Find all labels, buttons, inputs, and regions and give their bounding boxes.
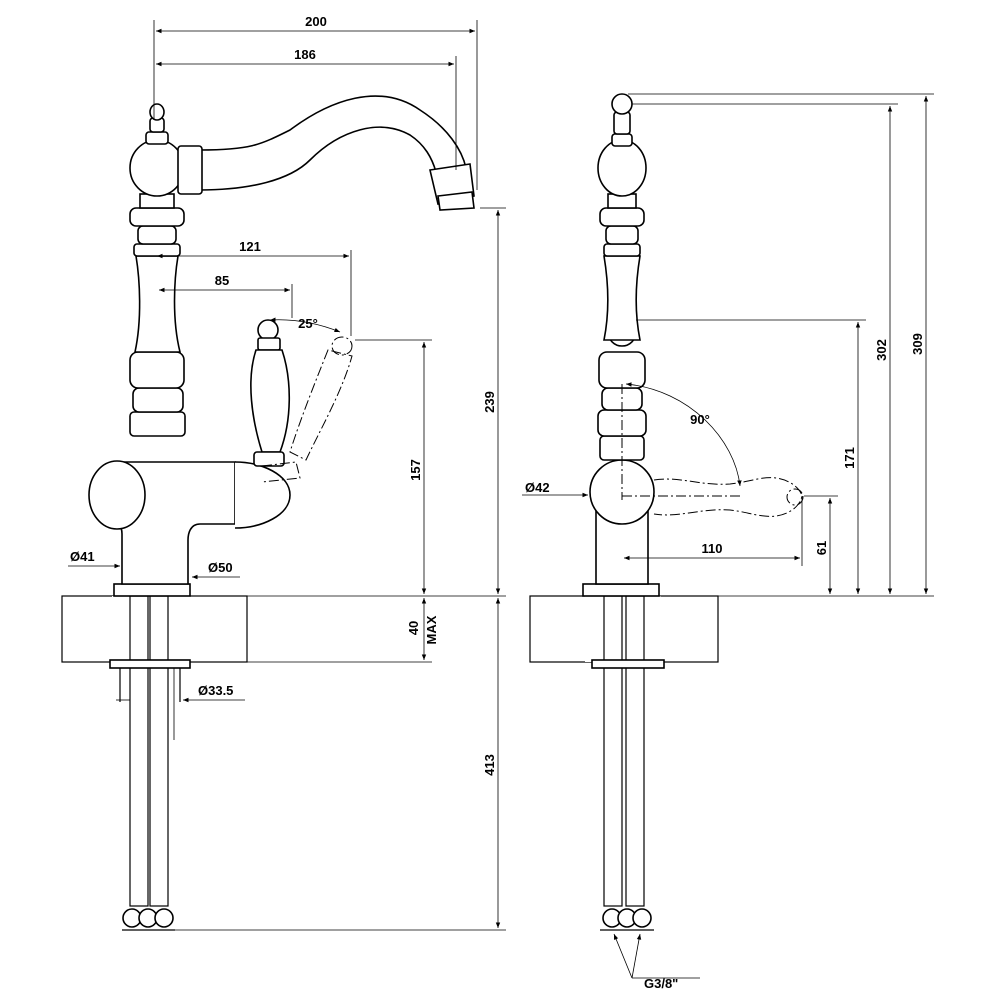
dia-33-5-label: Ø33.5 bbox=[198, 683, 233, 698]
dia-50-label: Ø50 bbox=[208, 560, 233, 575]
dim-171-label: 171 bbox=[842, 447, 857, 469]
dia-42-label: Ø42 bbox=[525, 480, 550, 495]
lever-handle-side bbox=[653, 477, 804, 517]
dim-110-label: 110 bbox=[702, 541, 723, 556]
dim-309-label: 309 bbox=[910, 333, 925, 355]
dim-85-label: 85 bbox=[215, 273, 229, 288]
dim-157-label: 157 bbox=[408, 459, 423, 481]
dim-302-label: 302 bbox=[874, 339, 889, 361]
spout bbox=[183, 95, 467, 191]
dim-121-label: 121 bbox=[239, 239, 261, 254]
dim-239-label: 239 bbox=[482, 391, 497, 413]
dim-max-label: MAX bbox=[424, 615, 439, 644]
base-rosette bbox=[113, 583, 191, 597]
dim-413-label: 413 bbox=[482, 754, 497, 776]
lever-handle bbox=[250, 319, 291, 467]
front-view: 200 186 121 85 25° 157 239 40 MAX bbox=[61, 14, 506, 931]
side-view: 90° Ø42 110 61 171 302 309 G3/8" bbox=[522, 93, 934, 991]
hose-nuts-side bbox=[600, 908, 654, 931]
base-rosette-side bbox=[582, 583, 660, 597]
dia-41-label: Ø41 bbox=[70, 549, 95, 564]
lever-handle-rotated bbox=[261, 336, 353, 483]
dim-200-label: 200 bbox=[305, 14, 327, 29]
dim-186-label: 186 bbox=[294, 47, 316, 62]
angle-25-label: 25° bbox=[298, 316, 318, 331]
angle-90-label: 90° bbox=[690, 412, 710, 427]
faucet-column bbox=[129, 103, 186, 437]
hose-nuts-front bbox=[122, 908, 175, 931]
dim-61-label: 61 bbox=[814, 541, 829, 555]
thread-g3-8-label: G3/8" bbox=[644, 976, 678, 991]
dim-40-label: 40 bbox=[406, 621, 421, 635]
